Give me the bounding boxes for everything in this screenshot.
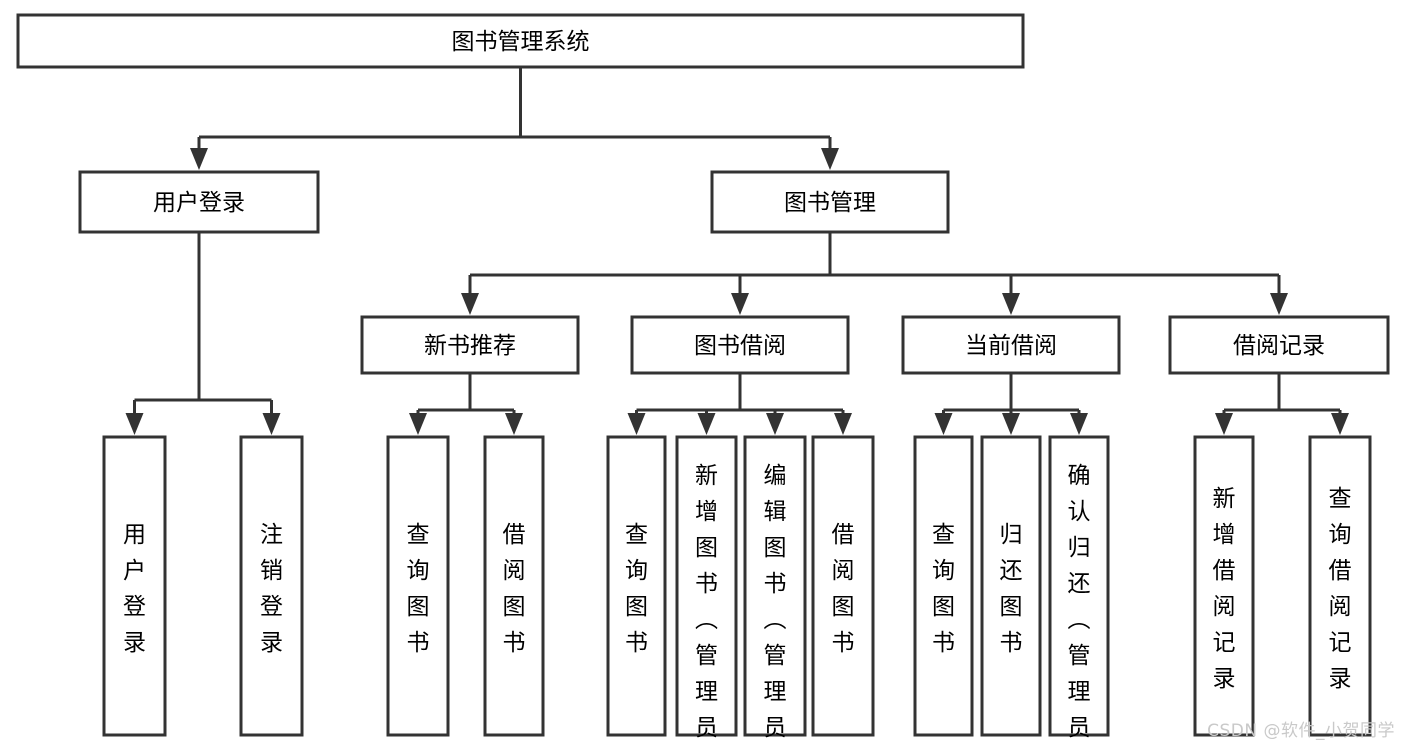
leaf-label-leaf-return-book: 归还图书 [1000,522,1023,656]
arrow-icon-leaf-borrow-book-1 [505,413,523,435]
arrow-icon-leaf-add-book [697,413,716,435]
leaf-leaf-confirm-return-rect[interactable] [1048,435,1110,737]
node-borrow-record[interactable] [1168,315,1390,375]
node-label-root: 图书管理系统 [452,29,590,55]
leaf-leaf-query-record-rect[interactable] [1308,435,1372,737]
leaf-leaf-edit-book-rect[interactable] [743,435,807,737]
leaf-label-leaf-add-record: 新增借阅记录 [1213,486,1236,692]
node-book-manage-rect[interactable] [710,170,950,234]
node-book-manage[interactable] [710,170,950,234]
arrow-icon-leaf-return-book [1002,413,1020,435]
leaf-leaf-add-record-rect[interactable] [1193,435,1255,737]
node-root-rect[interactable] [16,13,1025,69]
node-label-user-login: 用户登录 [153,190,245,216]
leaf-label-leaf-add-book: 新增图书︵管理员︶ [695,463,718,747]
leaf-leaf-return-book-rect[interactable] [980,435,1042,737]
arrow-icon-borrow-record [1270,293,1288,315]
leaf-label-leaf-borrow-book-2: 借阅图书 [832,522,855,656]
node-label-current-borrow: 当前借阅 [965,333,1057,359]
leaf-label-leaf-confirm-return: 确认归还︵管理员︶ [1068,463,1091,747]
node-user-login[interactable] [78,170,320,234]
arrow-icon-leaf-query-book-1 [409,413,427,435]
connector-layer [125,67,1349,435]
node-current-borrow[interactable] [901,315,1121,375]
leaf-label-leaf-query-book-1: 查询图书 [407,522,430,656]
node-label-book-borrow: 图书借阅 [694,333,786,359]
leaf-leaf-borrow-book-2-rect[interactable] [811,435,875,737]
arrow-icon-leaf-user-login [125,413,144,435]
arrow-icon-leaf-query-book-2 [627,413,646,435]
arrow-icon-user-login [190,148,208,170]
arrow-icon-leaf-query-record [1331,413,1349,435]
arrow-icon-leaf-add-record [1215,413,1233,435]
node-borrow-record-rect[interactable] [1168,315,1390,375]
leaf-leaf-query-book-3[interactable] [913,435,974,737]
leaf-leaf-add-book[interactable] [675,435,738,737]
leaf-leaf-borrow-book-1[interactable] [483,435,545,737]
arrow-icon-leaf-edit-book [766,413,784,435]
leaf-leaf-confirm-return[interactable] [1048,435,1110,737]
arrow-icon-new-book-recommend [461,293,479,315]
node-current-borrow-rect[interactable] [901,315,1121,375]
leaf-leaf-query-book-1[interactable] [386,435,450,737]
leaf-leaf-return-book[interactable] [980,435,1042,737]
node-label-borrow-record: 借阅记录 [1233,333,1325,359]
leaf-label-leaf-query-record: 查询借阅记录 [1329,486,1352,692]
leaf-leaf-add-record[interactable] [1193,435,1255,737]
arrow-icon-leaf-query-book-3 [934,413,953,435]
leaf-label-leaf-user-logout: 注销登录 [260,522,283,656]
leaf-leaf-user-logout[interactable] [239,435,304,737]
leaf-leaf-user-logout-rect[interactable] [239,435,304,737]
node-root[interactable] [16,13,1025,69]
leaf-leaf-user-login-rect[interactable] [102,435,167,737]
arrow-icon-leaf-user-logout [262,413,281,435]
arrow-icon-leaf-borrow-book-2 [834,413,852,435]
node-layer: 图书管理系统用户登录图书管理新书推荐图书借阅当前借阅借阅记录用户登录注销登录查询… [16,13,1390,747]
leaf-leaf-add-book-rect[interactable] [675,435,738,737]
leaf-leaf-query-record[interactable] [1308,435,1372,737]
leaf-leaf-query-book-3-rect[interactable] [913,435,974,737]
leaf-leaf-borrow-book-1-rect[interactable] [483,435,545,737]
leaf-leaf-query-book-1-rect[interactable] [386,435,450,737]
arrow-icon-book-borrow [731,293,749,315]
leaf-label-leaf-borrow-book-1: 借阅图书 [503,522,526,656]
node-label-new-book-recommend: 新书推荐 [424,333,516,359]
leaf-leaf-edit-book[interactable] [743,435,807,737]
node-new-book-recommend[interactable] [360,315,580,375]
leaf-leaf-user-login[interactable] [102,435,167,737]
arrow-icon-current-borrow [1002,293,1020,315]
leaf-leaf-query-book-2-rect[interactable] [606,435,667,737]
node-book-borrow-rect[interactable] [630,315,850,375]
node-book-borrow[interactable] [630,315,850,375]
leaf-leaf-query-book-2[interactable] [606,435,667,737]
leaf-leaf-borrow-book-2[interactable] [811,435,875,737]
node-user-login-rect[interactable] [78,170,320,234]
leaf-label-leaf-query-book-2: 查询图书 [625,522,648,656]
arrow-icon-book-manage [821,148,839,170]
leaf-label-leaf-user-login: 用户登录 [123,522,146,656]
node-label-book-manage: 图书管理 [784,190,876,216]
csdn-watermark: CSDN @软件_小贺同学 [1207,721,1395,741]
arrow-icon-leaf-confirm-return [1070,413,1088,435]
leaf-label-leaf-edit-book: 编辑图书︵管理员︶ [764,463,787,747]
node-new-book-recommend-rect[interactable] [360,315,580,375]
leaf-label-leaf-query-book-3: 查询图书 [932,522,955,656]
